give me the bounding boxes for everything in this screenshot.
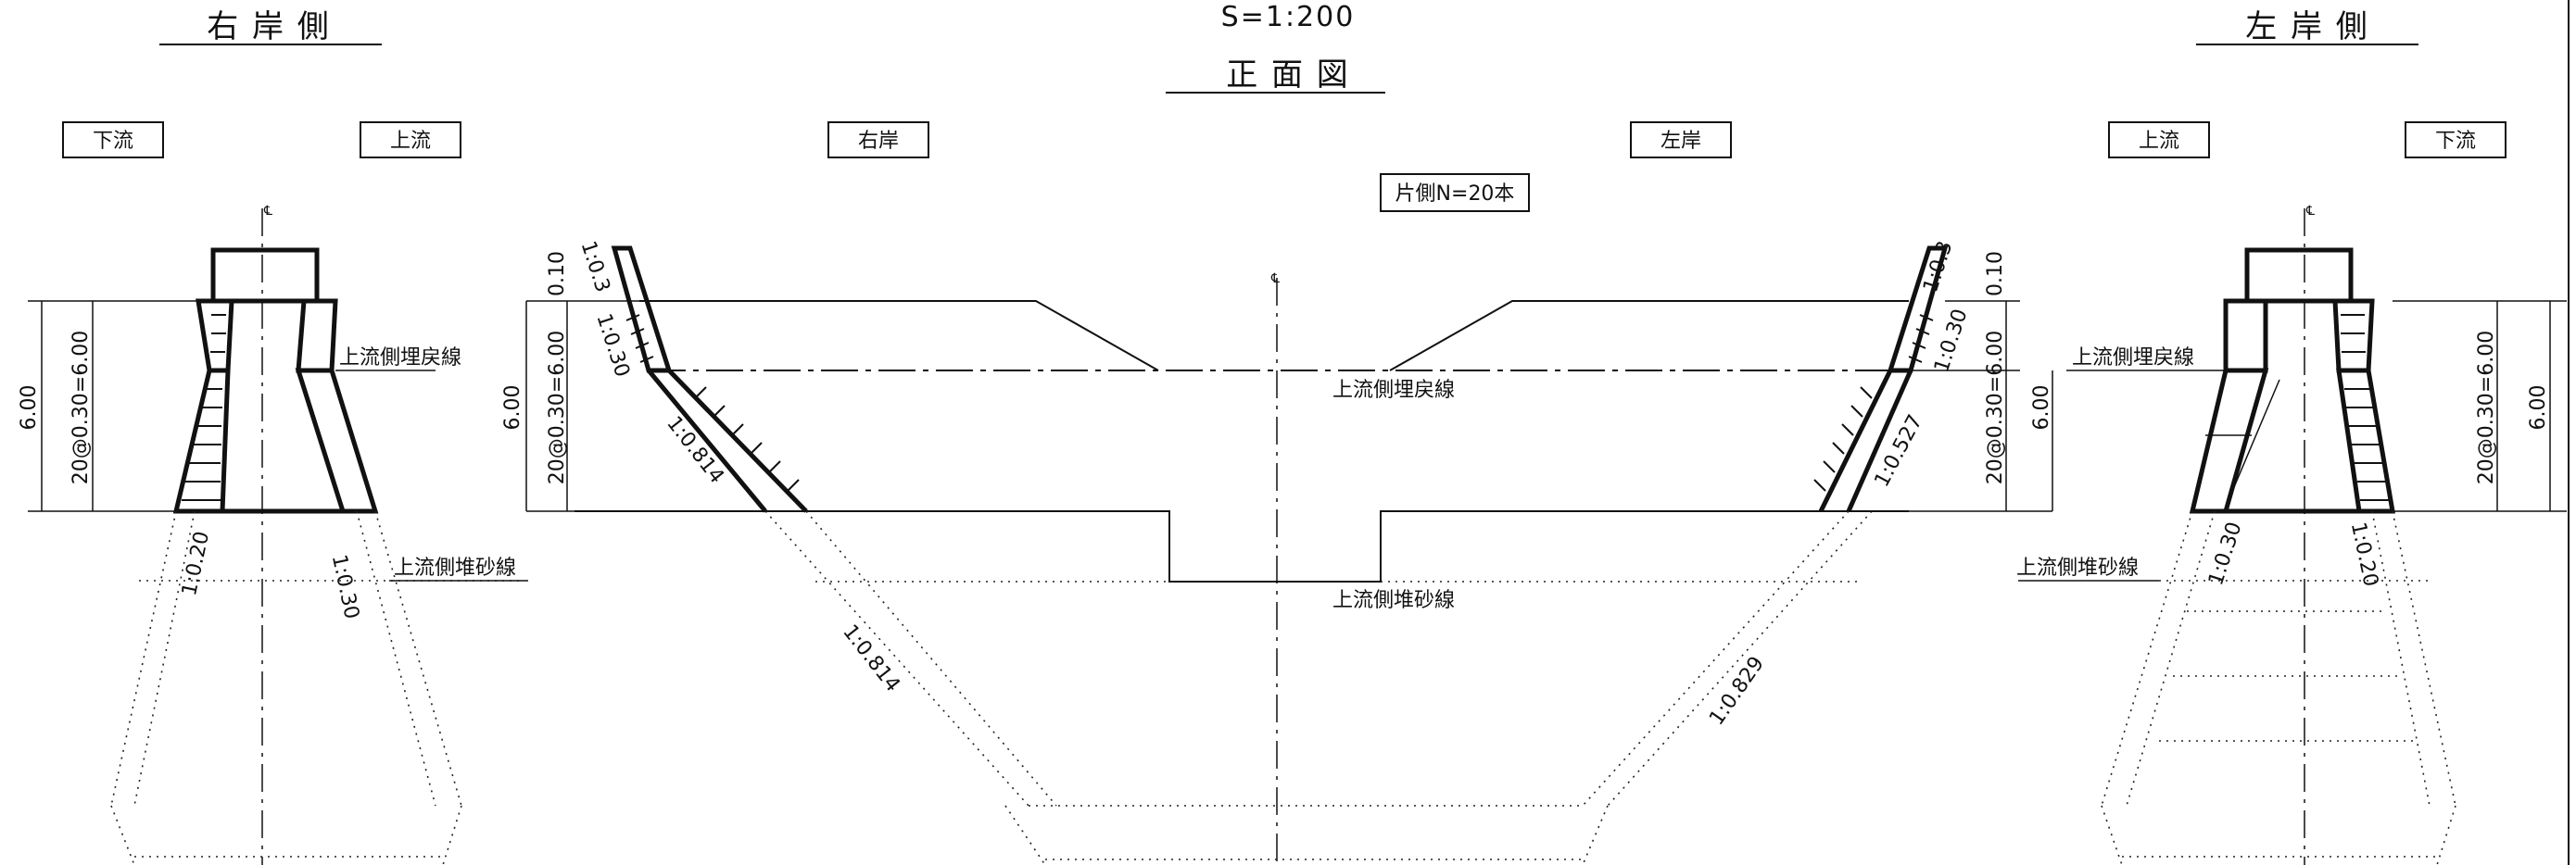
- svg-text:左岸: 左岸: [1661, 130, 1701, 153]
- right-bank-side-title: 右 岸 側: [207, 8, 331, 45]
- main-section: ℄ 上流側埋戻線 上流側堆砂線: [501, 238, 2053, 865]
- svg-text:下流: 下流: [2435, 130, 2476, 153]
- scale-label: S=1:200: [1221, 1, 1356, 33]
- height-dimension: 6.00: [18, 385, 41, 431]
- left-bank-section: ℄ 上流側埋戻線 20@0.30=6.00 6.00 上流側堆砂線: [2016, 204, 2567, 865]
- step-dimension: 20@0.30=6.00: [1984, 331, 2007, 484]
- slope-label: 1:0.30: [591, 311, 634, 381]
- step-dimension: 20@0.30=6.00: [2475, 331, 2498, 484]
- label-box-downstream: 下流: [2405, 121, 2507, 158]
- step-dimension: 20@0.30=6.00: [546, 331, 569, 484]
- label-box-upstream: 上流: [2108, 121, 2210, 158]
- label-box-downstream: 下流: [62, 121, 164, 158]
- svg-text:℄: ℄: [1270, 271, 1280, 286]
- slope-label: 1:0.30: [327, 553, 363, 621]
- slope-label: 1:0.814: [838, 621, 904, 696]
- backfill-line-label: 上流側埋戻線: [339, 346, 461, 370]
- svg-text:下流: 下流: [93, 130, 133, 153]
- left-bank-side-title: 左 岸 側: [2245, 8, 2369, 45]
- right-bank-section: ℄ 6.00 20@0.30=6.00 上流側埋戻線 上流側堆砂線 1: [18, 204, 528, 865]
- label-box-left-bank: 左岸: [1630, 121, 1732, 158]
- sediment-line-label: 上流側堆砂線: [2016, 557, 2139, 580]
- front-view-title: 正 面 図: [1226, 56, 1350, 94]
- top-dimension: 0.10: [546, 251, 569, 296]
- sediment-line-label: 上流側堆砂線: [394, 557, 516, 580]
- svg-text:℄: ℄: [2305, 204, 2315, 219]
- backfill-line-label: 上流側埋戻線: [1332, 379, 1455, 402]
- label-box-upstream: 上流: [360, 121, 461, 158]
- top-dimension: 0.10: [1984, 251, 2007, 296]
- height-dimension: 6.00: [2030, 385, 2053, 431]
- slope-label: 1:0.20: [178, 530, 214, 598]
- slope-label: 1:0.3: [576, 238, 614, 295]
- sediment-line-label: 上流側堆砂線: [1332, 589, 1455, 612]
- height-dimension: 6.00: [501, 385, 524, 431]
- svg-text:上流: 上流: [2139, 130, 2179, 153]
- svg-text:右岸: 右岸: [858, 130, 899, 153]
- slope-label: 1:0.527: [1870, 411, 1927, 491]
- slope-label: 1:0.30: [1930, 307, 1973, 376]
- backfill-line-label: 上流側埋戻線: [2072, 346, 2194, 370]
- pile-count-box: 片側N=20本: [1380, 173, 1530, 212]
- svg-text:℄: ℄: [263, 204, 272, 219]
- svg-text:上流: 上流: [390, 130, 431, 153]
- height-dimension: 6.00: [2527, 385, 2550, 431]
- svg-text:片側N=20本: 片側N=20本: [1395, 182, 1515, 206]
- step-dimension: 20@0.30=6.00: [69, 331, 93, 484]
- slope-label: 1:0.829: [1705, 653, 1769, 730]
- slope-label: 1:0.20: [2346, 520, 2382, 589]
- label-box-right-bank: 右岸: [827, 121, 929, 158]
- slope-label: 1:0.30: [2204, 520, 2247, 589]
